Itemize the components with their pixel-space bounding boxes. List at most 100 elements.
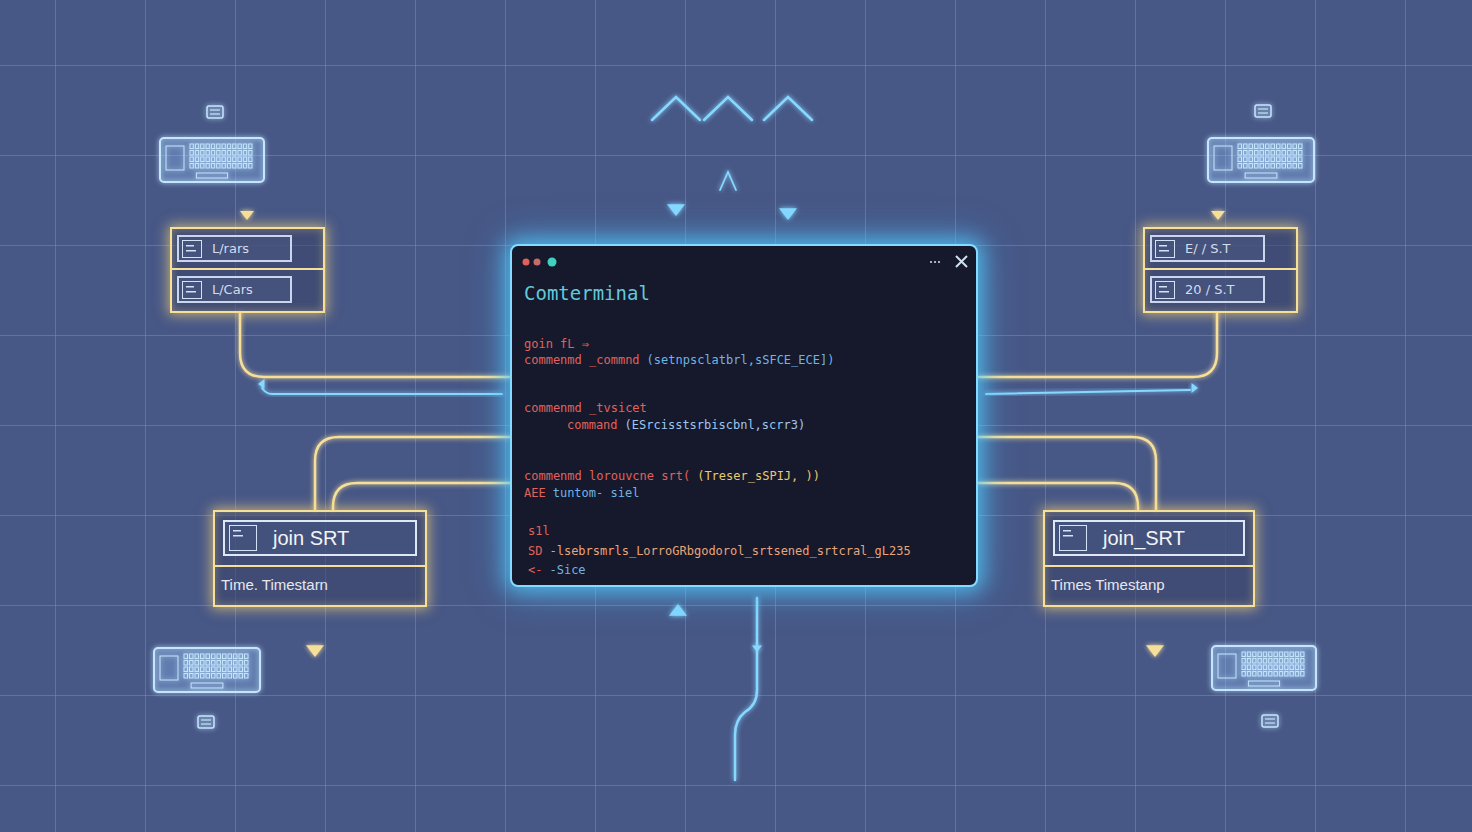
- icon-outline: [207, 106, 223, 118]
- keyboard-key: [201, 674, 205, 679]
- keyboard-key: [217, 164, 220, 169]
- keyboard-key: [1244, 151, 1248, 156]
- keyboard-key: [233, 157, 236, 162]
- keyboard-key: [1263, 672, 1266, 677]
- arrow-head: [1211, 211, 1225, 220]
- flow-line: [1154, 608, 1157, 645]
- keyboard-key: [1290, 665, 1293, 670]
- keyboard-key: [1260, 164, 1264, 169]
- keyboard-key: [1279, 659, 1282, 664]
- connector: [978, 483, 1138, 510]
- keyboard-key: [239, 661, 243, 666]
- keyboard-key: [201, 667, 205, 672]
- keyboard-key: [1274, 665, 1277, 670]
- code-line: commenmd _tvsicet: [524, 400, 654, 416]
- code-line: SD-lsebrsmrls_LorroGRbgodorol_srtsened_s…: [528, 543, 918, 559]
- keyboard-key: [1253, 659, 1256, 664]
- keyboard-key: [201, 661, 205, 666]
- small-icon: [1255, 105, 1271, 117]
- code-line: <--Sice: [528, 562, 593, 578]
- keyboard-key: [1249, 144, 1253, 149]
- keyboard-key: [1290, 672, 1293, 677]
- node-label: L/rars: [212, 241, 249, 256]
- keyboard-key: [206, 661, 210, 666]
- keyboard-key: [1244, 157, 1248, 162]
- keyboard-key: [1290, 659, 1293, 664]
- arrow-head: [779, 208, 797, 220]
- small-icon: [1262, 715, 1278, 727]
- chevron: [720, 172, 736, 190]
- keyboard-bar: [191, 683, 223, 688]
- keyboard-key: [1269, 665, 1272, 670]
- keyboard-key: [1244, 164, 1248, 169]
- keyboard-key: [212, 654, 216, 659]
- keyboard-key: [249, 144, 252, 149]
- keyboard-key: [211, 144, 214, 149]
- keyboard-key: [1285, 659, 1288, 664]
- keyboard-key: [1271, 157, 1275, 162]
- keyboard-key: [201, 654, 205, 659]
- card-icon: [1059, 525, 1087, 551]
- keyboard-bar: [196, 173, 227, 178]
- icon-outline: [1255, 105, 1271, 117]
- code-line: commenmd lorouvcne srt((Treser_sSPIJ, )): [524, 468, 827, 484]
- keyboard-key: [190, 157, 193, 162]
- keyboard-key: [217, 144, 220, 149]
- process-box: join_SRTTimes Timestanp: [1043, 510, 1255, 607]
- window-menu: [930, 261, 940, 263]
- keyboard-key: [217, 157, 220, 162]
- node-label: (Treser_sSPIJ, )): [697, 469, 820, 483]
- node-label: tuntom- siel: [553, 486, 640, 500]
- icon-line: [210, 109, 220, 110]
- keyboard-key: [1290, 652, 1293, 657]
- keyboard-key: [228, 654, 232, 659]
- keyboard-key: [234, 661, 238, 666]
- keyboard-key: [1282, 157, 1286, 162]
- keyboard-key: [1299, 144, 1303, 149]
- node-label: SD: [528, 544, 542, 558]
- keyboard-key: [1288, 144, 1292, 149]
- keyboard-key: [1260, 157, 1264, 162]
- keyboard-key: [1247, 672, 1250, 677]
- keyboard-key: [1266, 164, 1270, 169]
- keyboard-key: [1242, 659, 1245, 664]
- keyboard-key: [1288, 157, 1292, 162]
- keyboard-key: [1277, 144, 1281, 149]
- component-box: E/ / S.T20 / S.T: [1143, 227, 1298, 313]
- window-dot: [534, 259, 541, 266]
- row-field: L/Cars: [177, 276, 292, 303]
- keyboard-key: [217, 674, 221, 679]
- icon-line: [210, 113, 220, 114]
- flow-line: [1217, 186, 1220, 210]
- keyboard-bar: [1245, 173, 1277, 178]
- keyboard-key: [190, 144, 193, 149]
- keyboard-key: [217, 654, 221, 659]
- small-icon: [207, 106, 223, 118]
- flow-line: [246, 188, 249, 210]
- keyboard-key: [1285, 665, 1288, 670]
- code-line: s1l: [528, 523, 557, 539]
- keyboard-key: [1285, 672, 1288, 677]
- flow-line: [986, 390, 1190, 394]
- keyboard-key: [243, 151, 246, 156]
- node-label: goin fL ⇒: [524, 337, 589, 351]
- row-icon: [1155, 281, 1175, 299]
- keyboard-key: [184, 654, 188, 659]
- keyboard-key: [211, 157, 214, 162]
- keyboard-key: [233, 164, 236, 169]
- keyboard-key: [223, 661, 227, 666]
- flow-line: [314, 608, 317, 645]
- keyboard-key: [195, 144, 198, 149]
- flow-line: [675, 112, 678, 204]
- keyboard-key: [1249, 151, 1253, 156]
- keyboard-key: [1282, 164, 1286, 169]
- arrow-head: [669, 604, 687, 616]
- keyboard-icon: [160, 138, 264, 182]
- node-label: Times Timestanp: [1051, 576, 1165, 593]
- keyboard-key: [201, 144, 204, 149]
- node-label: E/ / S.T: [1185, 241, 1231, 256]
- keyboard-key: [211, 151, 214, 156]
- keyboard-key: [1293, 157, 1297, 162]
- card-header: join SRT: [223, 520, 417, 556]
- keyboard-key: [1244, 144, 1248, 149]
